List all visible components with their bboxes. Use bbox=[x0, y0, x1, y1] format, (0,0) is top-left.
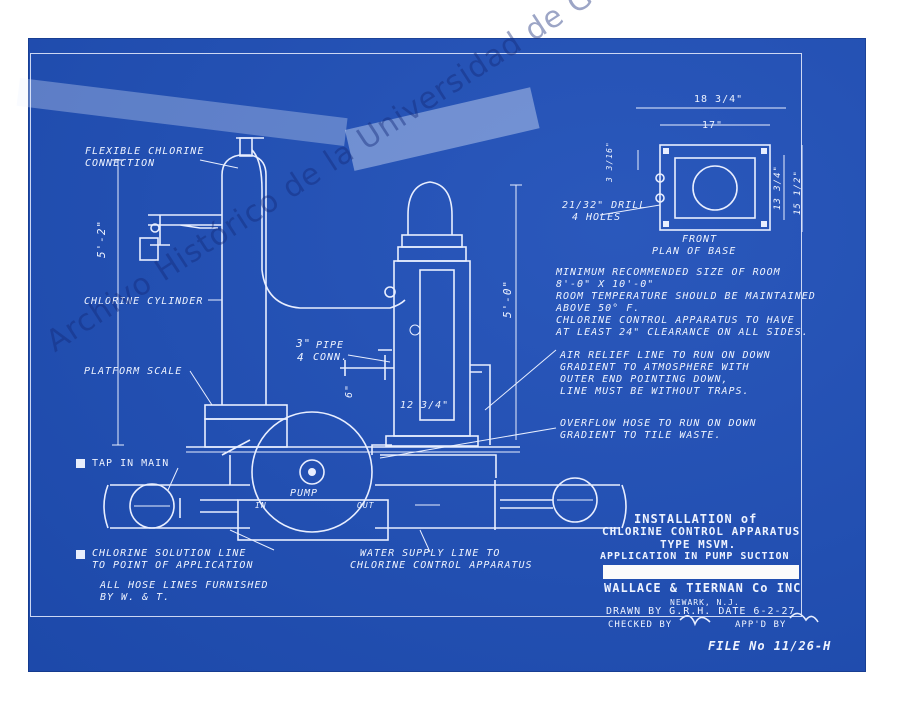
blueprint-sheet bbox=[28, 38, 866, 672]
title-line-3: TYPE MSVM. bbox=[660, 538, 737, 551]
label-solution-line-2: TO POINT OF APPLICATION bbox=[92, 560, 254, 571]
note-air-1: AIR RELIEF LINE TO RUN ON DOWN bbox=[560, 350, 771, 361]
note-room-5: CHLORINE CONTROL APPARATUS TO HAVE bbox=[556, 315, 795, 326]
drawing-border bbox=[30, 53, 802, 617]
label-pipe: PIPE bbox=[316, 340, 345, 351]
label-hose-lines-2: BY W. & T. bbox=[100, 592, 171, 603]
pump bbox=[237, 411, 392, 541]
label-hose-lines-1: ALL HOSE LINES FURNISHED bbox=[100, 580, 269, 591]
label-flexible-chlorine: FLEXIBLE CHLORINE bbox=[85, 146, 205, 157]
label-dim-12: 12 3/4" bbox=[400, 400, 450, 411]
note-room-3: ROOM TEMPERATURE SHOULD BE MAINTAINED bbox=[556, 291, 816, 302]
solution-line bbox=[221, 439, 251, 485]
label-front-2: PLAN OF BASE bbox=[652, 246, 737, 257]
plan-of-base bbox=[599, 107, 803, 232]
scale-bracket bbox=[139, 214, 222, 261]
legend-square-solution bbox=[76, 550, 85, 559]
label-dim-18: 18 3/4" bbox=[694, 94, 744, 105]
title-line-4: APPLICATION IN PUMP SUCTION bbox=[600, 551, 790, 562]
note-room-1: MINIMUM RECOMMENDED SIZE OF ROOM bbox=[556, 267, 781, 278]
label-out: OUT bbox=[357, 501, 375, 510]
label-tap-in-main: TAP IN MAIN bbox=[92, 458, 170, 469]
label-platform-scale: PLATFORM SCALE bbox=[84, 366, 183, 377]
whiteout-patch bbox=[603, 565, 799, 579]
main-pipe bbox=[103, 477, 627, 530]
leader-lines bbox=[167, 159, 557, 553]
note-overflow-1: OVERFLOW HOSE TO RUN ON DOWN bbox=[560, 418, 757, 429]
note-room-2: 8'-0" X 10'-0" bbox=[556, 279, 655, 290]
drawn-by: DRAWN BY G.R.H. DATE 6-2-27 bbox=[606, 606, 796, 617]
label-connection: CONNECTION bbox=[85, 158, 156, 169]
label-water-supply-1: WATER SUPPLY LINE TO bbox=[360, 548, 501, 559]
air-relief-line bbox=[470, 364, 491, 445]
label-pipe-num: 3" bbox=[296, 337, 312, 350]
approved-by: APP'D BY bbox=[735, 620, 787, 630]
note-air-4: LINE MUST BE WITHOUT TRAPS. bbox=[560, 386, 750, 397]
label-dim-17: 17" bbox=[702, 120, 724, 131]
label-conn: CONN. bbox=[313, 352, 349, 363]
note-air-2: GRADIENT TO ATMOSPHERE WITH bbox=[560, 362, 750, 373]
note-overflow-2: GRADIENT TO TILE WASTE. bbox=[560, 430, 722, 441]
label-pump: PUMP bbox=[290, 488, 319, 499]
legend-square-tap bbox=[76, 459, 85, 468]
label-front-1: FRONT bbox=[682, 234, 718, 245]
water-supply-line bbox=[380, 454, 497, 478]
file-number: FILE No 11/26-H bbox=[708, 639, 832, 653]
note-air-3: OUTER END POINTING DOWN, bbox=[560, 374, 729, 385]
label-solution-line-1: CHLORINE SOLUTION LINE bbox=[92, 548, 247, 559]
company-city: NEWARK, N.J. bbox=[670, 598, 740, 607]
label-chlorine-cylinder: CHLORINE CYLINDER bbox=[84, 296, 204, 307]
title-line-2: CHLORINE CONTROL APPARATUS bbox=[602, 525, 801, 538]
chlorine-cylinder bbox=[221, 137, 267, 405]
label-drill-2: 4 HOLES bbox=[572, 212, 622, 223]
company-name: WALLACE & TIERNAN Co INC bbox=[604, 581, 802, 595]
flexible-hose bbox=[251, 149, 406, 309]
label-pipe-den: 4 bbox=[297, 351, 305, 364]
checked-by: CHECKED BY bbox=[608, 620, 673, 630]
note-room-6: AT LEAST 24" CLEARANCE ON ALL SIDES. bbox=[556, 327, 809, 338]
note-room-4: ABOVE 50° F. bbox=[556, 303, 641, 314]
label-drill-1: 21/32" DRILL bbox=[562, 200, 647, 211]
label-water-supply-2: CHLORINE CONTROL APPARATUS bbox=[350, 560, 533, 571]
label-in: IN bbox=[255, 501, 267, 510]
title-line-1: INSTALLATION of bbox=[634, 512, 758, 526]
pipe-connection bbox=[340, 349, 394, 380]
control-apparatus bbox=[384, 181, 479, 447]
